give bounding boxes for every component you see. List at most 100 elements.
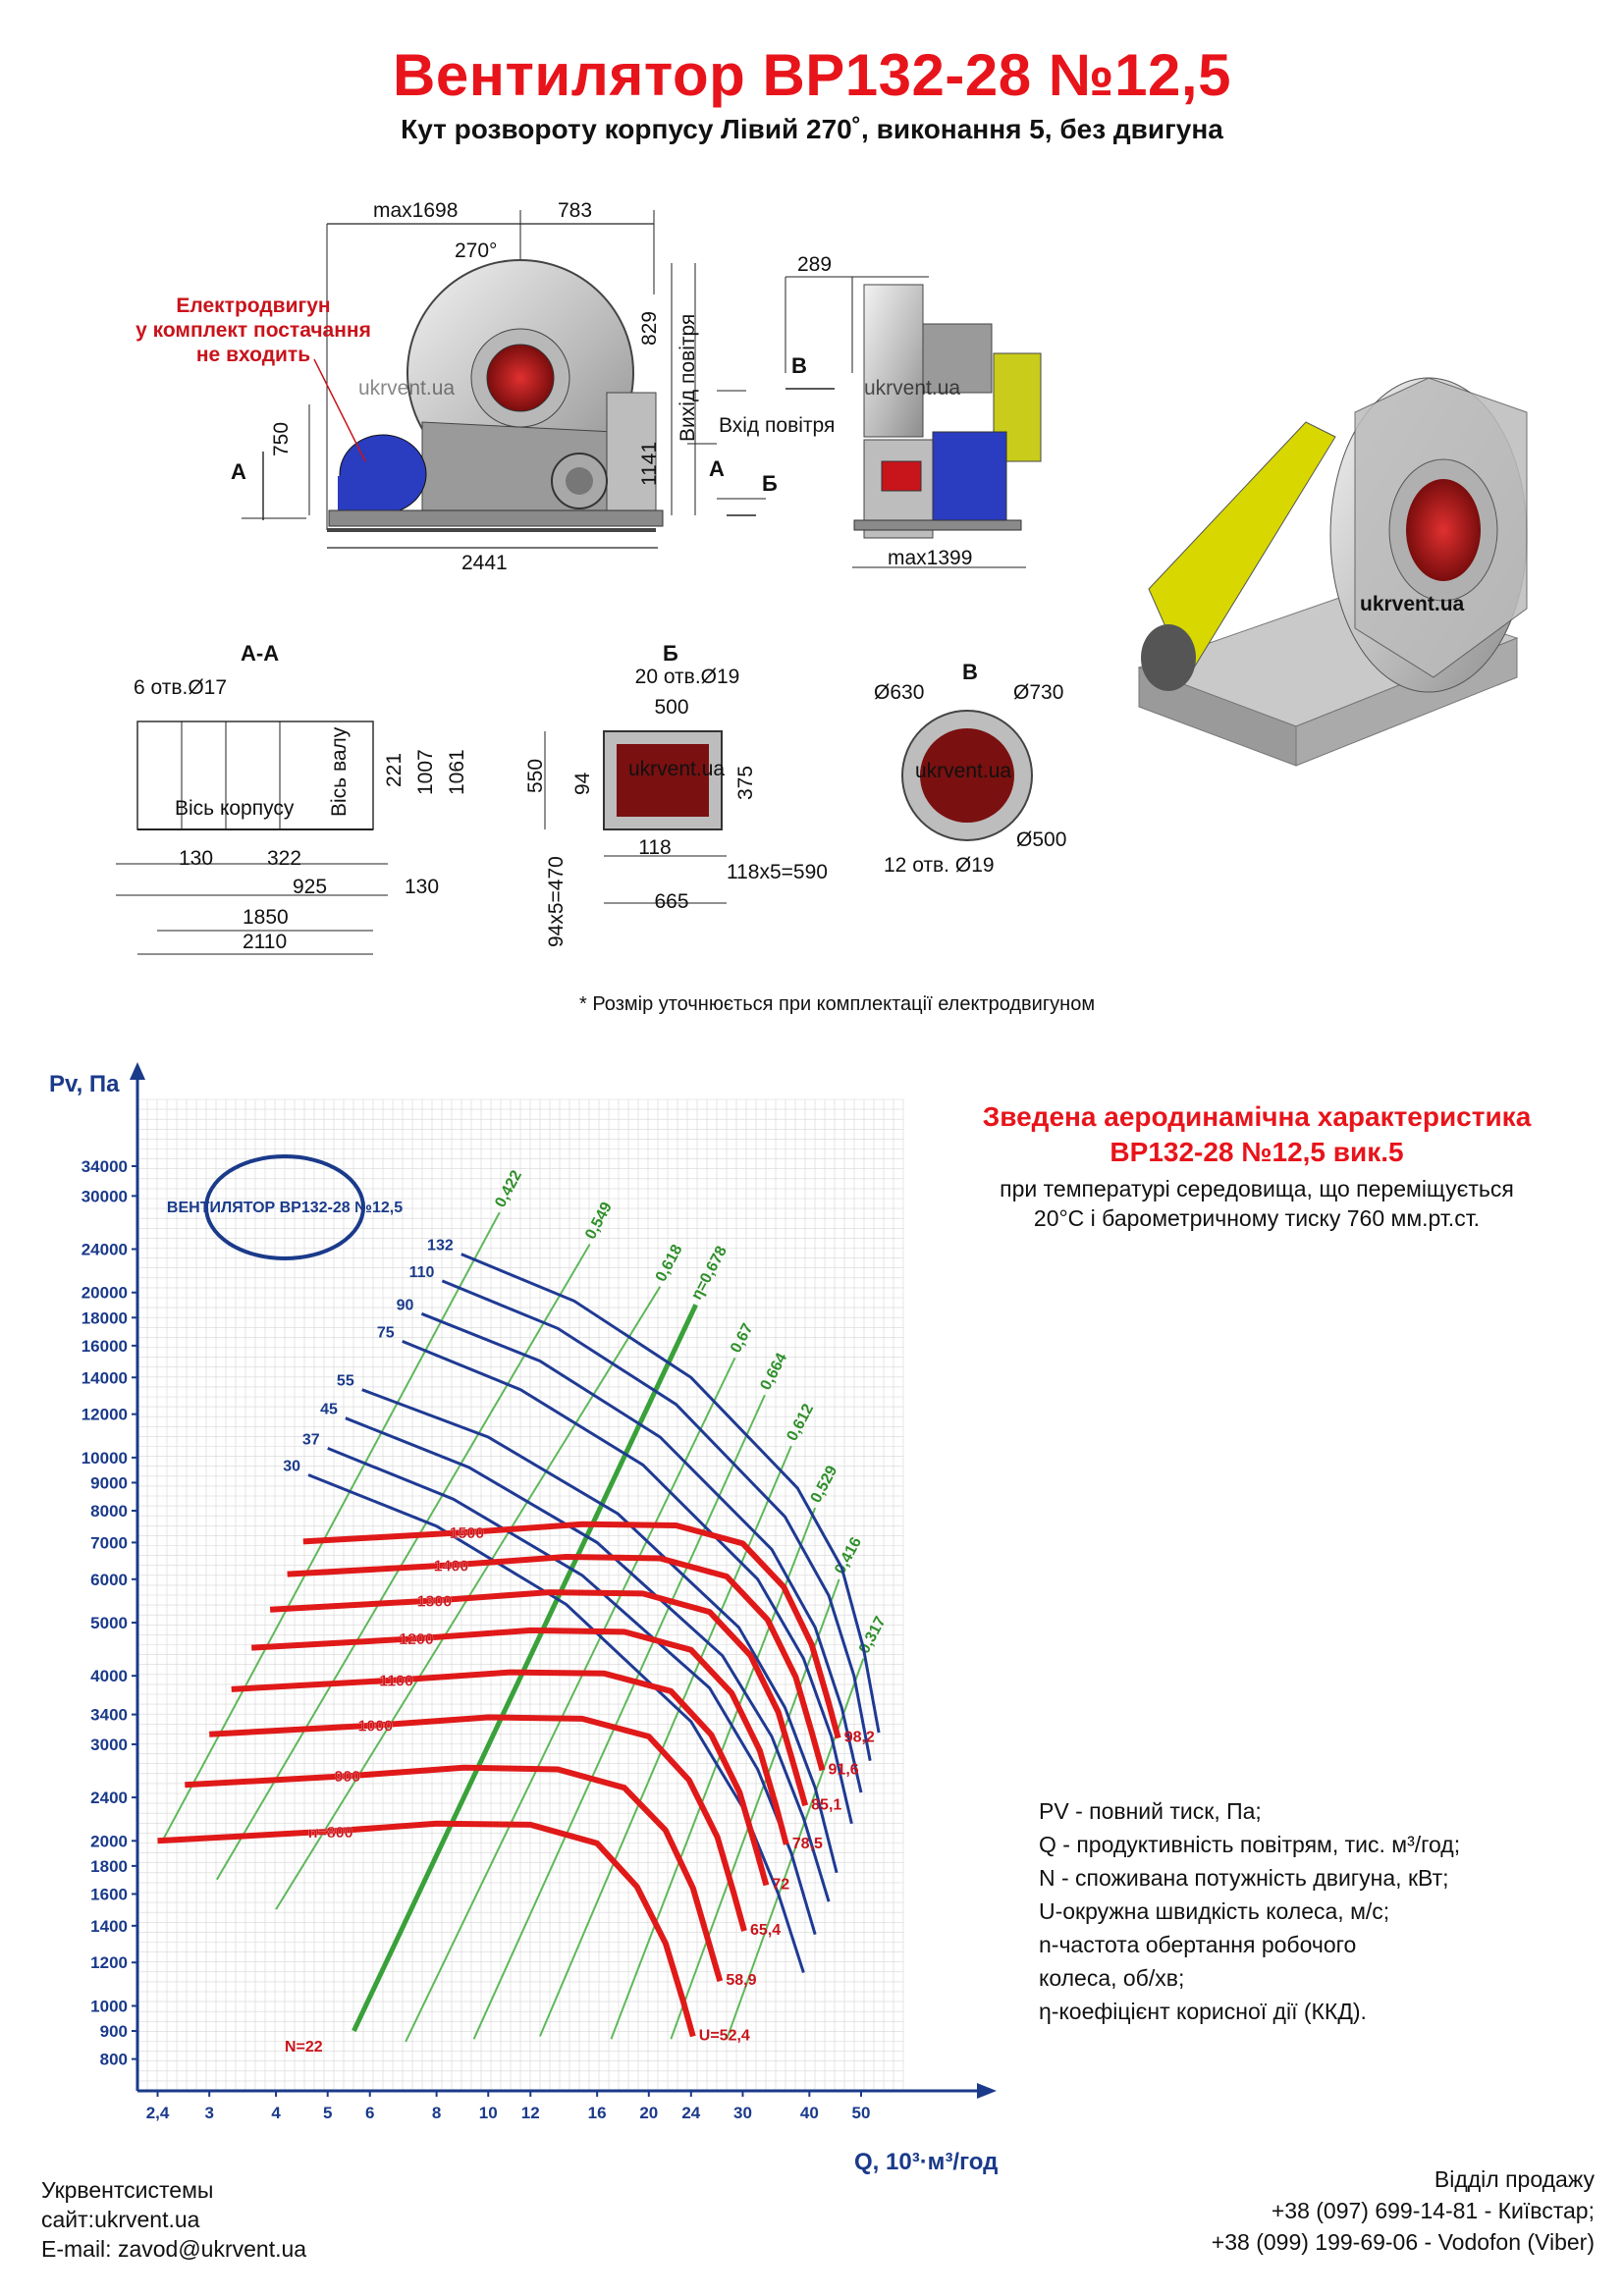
y-tick-label: 3000 bbox=[90, 1735, 128, 1754]
section-v: В Ø630 Ø730 Ø500 12 отв. Ø19 ukrvent.ua bbox=[874, 660, 1066, 877]
y-tick-label: 16000 bbox=[81, 1337, 128, 1356]
stamp-text: ВЕНТИЛЯТОР ВР132-28 №12,5 bbox=[167, 1200, 403, 1216]
power-label: 90 bbox=[397, 1297, 414, 1313]
page-subtitle: Кут розвороту корпусу Лівий 270˚, викона… bbox=[401, 114, 1223, 144]
power-curve bbox=[307, 1473, 805, 1974]
dim-322: 322 bbox=[267, 847, 301, 870]
dim-665: 665 bbox=[654, 890, 688, 913]
speed-label: 1400 bbox=[434, 1558, 469, 1575]
company-name: Укрвентсистемы bbox=[41, 2177, 214, 2203]
x-tick-label: 30 bbox=[733, 2104, 752, 2122]
section-aa: А-А 6 отв.Ø17 Вісь корпусу Вісь валу 221… bbox=[116, 641, 468, 955]
watermark-side: ukrvent.ua bbox=[864, 377, 960, 400]
site-link[interactable]: сайт:ukrvent.ua bbox=[41, 2207, 200, 2232]
chart-sub-2: 20°С і барометричному тиску 760 мм.рт.ст… bbox=[1033, 1205, 1481, 1231]
speed-curve bbox=[231, 1669, 770, 1887]
outlet-label: Вихід повітря bbox=[677, 314, 699, 442]
speed-curve bbox=[287, 1554, 826, 1772]
legend-line-7: η-коефіцієнт корисної дії (ККД). bbox=[1039, 1999, 1367, 2024]
holes-20: 20 отв.Ø19 bbox=[635, 666, 740, 688]
efficiency-line bbox=[670, 1578, 840, 2040]
phone-1[interactable]: +38 (097) 699-14-81 - Київстар; bbox=[1271, 2198, 1595, 2223]
efficiency-line bbox=[726, 1658, 865, 2040]
drawings: max1698 783 270° 829 1141 750 2441 Вихід… bbox=[116, 199, 1528, 955]
x-tick-label: 6 bbox=[365, 2104, 374, 2122]
x-tick-label: 2,4 bbox=[146, 2104, 170, 2122]
axis-ticks: 8009001000120014001600180020002400300034… bbox=[81, 1157, 871, 2122]
speed-curves: n=800U=52,490058,9100065,4110072120078,5… bbox=[157, 1521, 875, 2044]
axis-body: Вісь корпусу bbox=[175, 797, 295, 820]
inlet-label: Вхід повітря bbox=[719, 414, 835, 437]
power-label: 30 bbox=[283, 1458, 300, 1474]
speed-label: 1100 bbox=[379, 1673, 413, 1689]
x-tick-label: 5 bbox=[323, 2104, 332, 2122]
u-label: 72 bbox=[772, 1877, 789, 1894]
efficiency-label: 0,529 bbox=[808, 1463, 841, 1505]
speed-curve bbox=[185, 1764, 724, 1983]
dim-221: 221 bbox=[383, 753, 406, 787]
x-tick-label: 16 bbox=[588, 2104, 607, 2122]
efficiency-line bbox=[216, 1243, 591, 1881]
motor-note-3: не входить bbox=[196, 344, 310, 366]
x-tick-label: 40 bbox=[800, 2104, 819, 2122]
dim-max1399: max1399 bbox=[888, 547, 972, 569]
x-tick-label: 4 bbox=[271, 2104, 281, 2122]
x-tick-label: 10 bbox=[479, 2104, 498, 2122]
phone-2[interactable]: +38 (099) 199-69-06 - Vodofon (Viber) bbox=[1211, 2229, 1595, 2255]
dim-1850: 1850 bbox=[243, 906, 289, 929]
axis-shaft: Вісь валу bbox=[328, 726, 351, 817]
chart-title-1: Зведена аеродинамічна характеристика bbox=[982, 1101, 1532, 1132]
efficiency-label: 0,612 bbox=[784, 1401, 817, 1443]
dim-270: 270° bbox=[455, 240, 497, 262]
u-label: 85,1 bbox=[811, 1796, 841, 1813]
motor-note-2: у комплект постачання bbox=[135, 319, 371, 342]
power-label: 37 bbox=[302, 1431, 320, 1448]
dim-118x5: 118x5=590 bbox=[727, 861, 828, 883]
efficiency-label: η=0,678 bbox=[688, 1244, 731, 1303]
efficiency-line bbox=[610, 1507, 817, 2040]
power-curve bbox=[402, 1340, 853, 1825]
power-label: 110 bbox=[409, 1264, 435, 1281]
y-tick-label: 18000 bbox=[81, 1308, 128, 1327]
power-label: 132 bbox=[427, 1238, 454, 1255]
y-tick-label: 34000 bbox=[81, 1157, 128, 1176]
y-tick-label: 30000 bbox=[81, 1187, 128, 1205]
legend-line-3: N - споживана потужність двигуна, кВт; bbox=[1039, 1865, 1449, 1891]
y-tick-label: 1600 bbox=[90, 1885, 128, 1903]
y-tick-label: 1000 bbox=[90, 1997, 128, 2015]
y-tick-label: 800 bbox=[100, 2051, 128, 2069]
stamp: ВЕНТИЛЯТОР ВР132-28 №12,5 bbox=[167, 1154, 403, 1260]
side-view: 289 max1399 В ukrvent.ua ukrvent.ua bbox=[358, 253, 1042, 569]
email-link[interactable]: E-mail: zavod@ukrvent.ua bbox=[41, 2236, 307, 2262]
section-b: Б 20 отв.Ø19 500 550 94 375 118 665 118x… bbox=[524, 641, 828, 947]
speed-label: 1300 bbox=[417, 1593, 453, 1610]
y-tick-label: 3400 bbox=[90, 1706, 128, 1725]
section-b-title: Б bbox=[663, 641, 678, 666]
x-axis-title: Q, 10³·м³/год bbox=[854, 2149, 998, 2175]
y-tick-label: 5000 bbox=[90, 1614, 128, 1632]
u-label: 91,6 bbox=[829, 1761, 859, 1778]
efficiency-line bbox=[352, 1304, 698, 2033]
dim-2441: 2441 bbox=[461, 552, 508, 574]
power-curve bbox=[327, 1447, 817, 1936]
dim-375: 375 bbox=[734, 766, 757, 800]
dim-118: 118 bbox=[638, 836, 671, 859]
x-tick-label: 50 bbox=[852, 2104, 871, 2122]
y-tick-label: 2400 bbox=[90, 1789, 128, 1807]
u-label: 58,9 bbox=[726, 1972, 756, 1989]
efficiency-line bbox=[538, 1445, 792, 2037]
power-label: 55 bbox=[337, 1373, 354, 1390]
section-a-left: А bbox=[231, 459, 246, 484]
speed-label: n=800 bbox=[308, 1825, 353, 1842]
y-tick-label: 7000 bbox=[90, 1533, 128, 1552]
speed-curve bbox=[269, 1589, 809, 1807]
motor-note-1: Електродвигун bbox=[176, 294, 330, 317]
power-curve bbox=[460, 1253, 881, 1734]
legend-line-4: U-окружна швидкість колеса, м/с; bbox=[1039, 1898, 1390, 1924]
front-view: max1698 783 270° 829 1141 750 2441 Вихід… bbox=[135, 199, 835, 574]
chart-sub-1: при температурі середовища, що переміщує… bbox=[1000, 1176, 1514, 1201]
legend-line-1: PV - повний тиск, Па; bbox=[1039, 1798, 1262, 1824]
power-curve bbox=[441, 1279, 872, 1761]
y-tick-label: 1200 bbox=[90, 1953, 128, 1972]
